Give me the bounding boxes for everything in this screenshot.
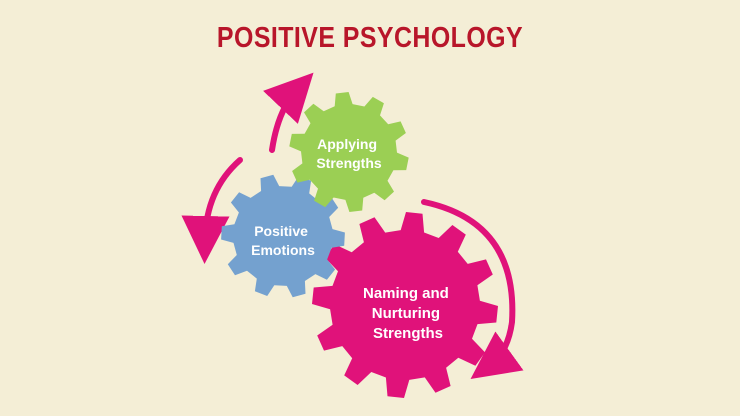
gear-label-line: Applying: [317, 136, 377, 152]
gear-shape: [289, 92, 409, 212]
cycle-arrow-left: [181, 157, 243, 264]
svg-text:Positive Emotions: Positive Emotions: [251, 223, 315, 258]
gear-label-line: Strengths: [316, 155, 382, 171]
gear-label-line: Naming and: [363, 285, 449, 302]
gear-label-line: Strengths: [373, 325, 443, 342]
svg-text:Naming and Nurturing: Naming and Nurturing Strengths: [363, 285, 453, 342]
svg-text:Applying Strengths: Applying Strengths: [316, 136, 382, 171]
gear-naming-nurturing-strengths: Naming and Nurturing Strengths: [312, 212, 498, 398]
gear-label-line: Emotions: [251, 242, 315, 258]
gear-positive-emotions: Positive Emotions: [221, 174, 345, 298]
cycle-arrow-top: [263, 72, 314, 153]
gear-shape: [221, 174, 345, 298]
gear-label-line: Nurturing: [372, 305, 440, 322]
gear-applying-strengths: Applying Strengths: [289, 92, 409, 212]
gear-label-line: Positive: [254, 223, 308, 239]
cycle-arrow-right: [421, 199, 524, 380]
diagram-title: POSITIVE PSYCHOLOGY: [216, 22, 524, 54]
gear-shape: [312, 212, 498, 398]
